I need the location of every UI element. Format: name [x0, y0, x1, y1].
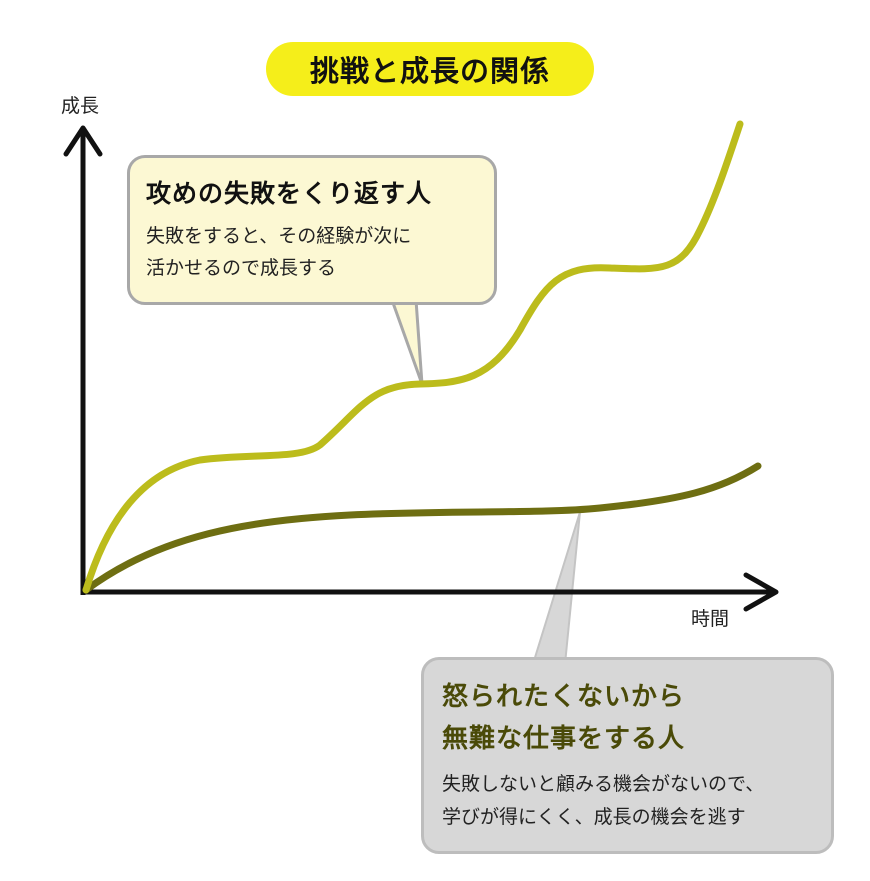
series-safe-line	[82, 462, 762, 594]
series-challenger-line	[82, 120, 744, 594]
chart-title-text: 挑戦と成長の関係	[309, 54, 550, 88]
bubble-b-tail	[531, 511, 581, 665]
callout-challenger-body-line2: 活かせるので成長する	[146, 257, 337, 279]
callout-safe-body-line1: 失敗しないと顧みる機会がないので、	[442, 773, 765, 795]
y-axis-arrowhead-icon	[63, 125, 103, 157]
x-axis-arrowhead-icon	[743, 572, 779, 612]
callout-safe-heading-line1: 怒られたくないから	[442, 682, 686, 712]
callout-challenger-body-line1: 失敗をすると、その経験が次に	[146, 225, 412, 247]
callout-challenger: 攻めの失敗をくり返す人 失敗をすると、その経験が次に 活かせるので成長する	[127, 155, 497, 305]
x-axis-label: 時間	[691, 608, 730, 630]
callout-safe: 怒られたくないから 無難な仕事をする人 失敗しないと顧みる機会がないので、 学び…	[421, 657, 834, 854]
y-axis-label: 成長	[61, 95, 100, 117]
chart-title: 挑戦と成長の関係	[266, 42, 594, 96]
bubble-a-tail	[390, 298, 424, 386]
callout-safe-body-line2: 学びが得にくく、成長の機会を逃す	[442, 806, 746, 828]
callout-challenger-heading: 攻めの失敗をくり返す人	[146, 179, 433, 208]
callout-safe-heading-line2: 無難な仕事をする人	[442, 724, 686, 754]
